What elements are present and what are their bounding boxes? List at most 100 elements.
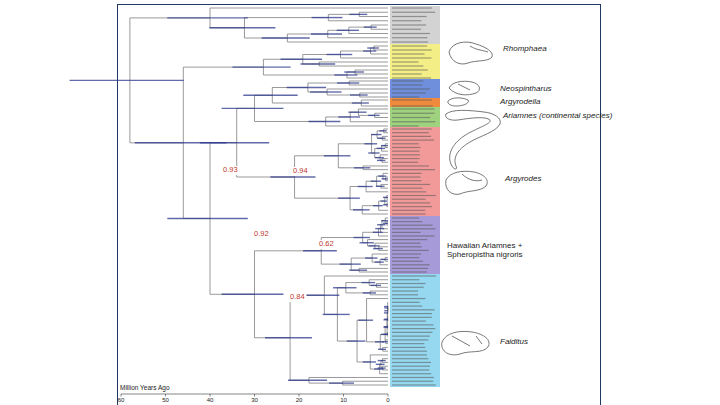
branch [386,339,388,340]
tip-name-mark [392,12,435,13]
branch [327,89,388,90]
branch [385,261,388,262]
hpd-bar [333,287,356,288]
support-value: 0.92 [253,230,270,239]
clade-band [390,79,440,99]
tip-name-mark [392,191,426,192]
hpd-bar [376,186,385,187]
clade-name: Argyrodes [505,174,541,183]
tip-name-mark [392,253,421,254]
tip-name-mark [392,37,427,38]
hpd-bar [375,157,384,158]
tip-name-mark [392,147,420,148]
tip-name-mark [392,336,430,337]
hpd-bar [381,200,388,201]
hpd-bar [381,334,388,335]
hpd-bar [348,111,366,112]
tip-name-mark [392,96,419,97]
branch [287,42,388,43]
tip-name-mark [392,128,432,129]
tip-name-mark [392,92,426,93]
hpd-bar [378,175,386,176]
hpd-bar [367,47,379,48]
hpd-bar [373,248,383,249]
tip-name-mark [392,232,421,233]
clade-band [390,274,440,387]
tip-name-mark [392,294,418,295]
hpd-bar [382,178,388,179]
axis-tick [254,394,255,397]
branch [387,324,388,325]
branch [385,257,388,258]
clade-name: Hawaiian Ariamnes + Spheropistha nigrori… [447,241,555,259]
palp-icon [442,331,489,354]
palp-icon [449,42,492,64]
tip-name-mark [392,257,419,258]
tip-name-mark [392,88,430,89]
tip-name-mark [392,162,418,163]
tip-name-mark [392,381,433,382]
tip-name-mark [392,121,435,122]
clade-name: Argyrodella [500,97,540,106]
axis-tick [299,394,300,397]
branch [387,202,388,203]
branch [387,195,388,196]
tip-name-mark [392,154,420,155]
clade-band [390,127,440,216]
hpd-bar [222,108,284,109]
branch [349,81,388,82]
tick-label: 40 [207,397,214,404]
hpd-bar [384,307,388,308]
branch [360,97,388,98]
branch [387,317,388,318]
hpd-bar [338,197,360,198]
hpd-bar [368,152,379,153]
hpd-bar [337,82,359,83]
tip-name-mark [392,176,420,177]
support-value: 0.62 [318,240,335,249]
hpd-bar [354,237,370,238]
hpd-bar [329,382,354,383]
hpd-bar [371,181,382,182]
tip-name-mark [392,188,422,189]
branch [380,373,388,374]
hpd-bar [368,115,379,116]
tick-label: 0 [386,397,389,404]
hpd-bar [373,205,383,206]
tip-name-mark [392,206,432,207]
branch [359,12,388,13]
branch [341,58,388,59]
branch [363,169,388,170]
branch [319,66,388,67]
branch [355,74,388,75]
clade-name: Ariamnes (continental species) [503,111,612,120]
tip-name-mark [392,384,436,385]
hpd-bar [381,145,388,146]
hpd-bar [363,292,376,293]
tip-name-mark [392,16,427,17]
branch [385,218,388,219]
hpd-bar [167,17,248,18]
hpd-bar [377,224,385,225]
tip-name-mark [392,347,425,348]
hpd-bar [323,314,350,315]
support-value: 0.93 [222,166,239,175]
hpd-bar [270,176,315,177]
hpd-bar [352,102,369,103]
tip-name-mark [392,169,435,170]
hpd-bar [222,294,284,295]
branch [360,93,388,94]
hpd-bar [377,160,385,161]
branch [387,206,388,207]
tick-label: 50 [162,397,169,404]
branch [361,100,388,101]
tip-name-mark [392,165,429,166]
hpd-bar [383,204,388,205]
hpd-bar [310,91,341,92]
tip-name-mark [392,351,427,352]
tip-name-mark [392,61,418,62]
hpd-bar [349,270,367,271]
hpd-bar [378,349,386,350]
branch [375,117,388,118]
